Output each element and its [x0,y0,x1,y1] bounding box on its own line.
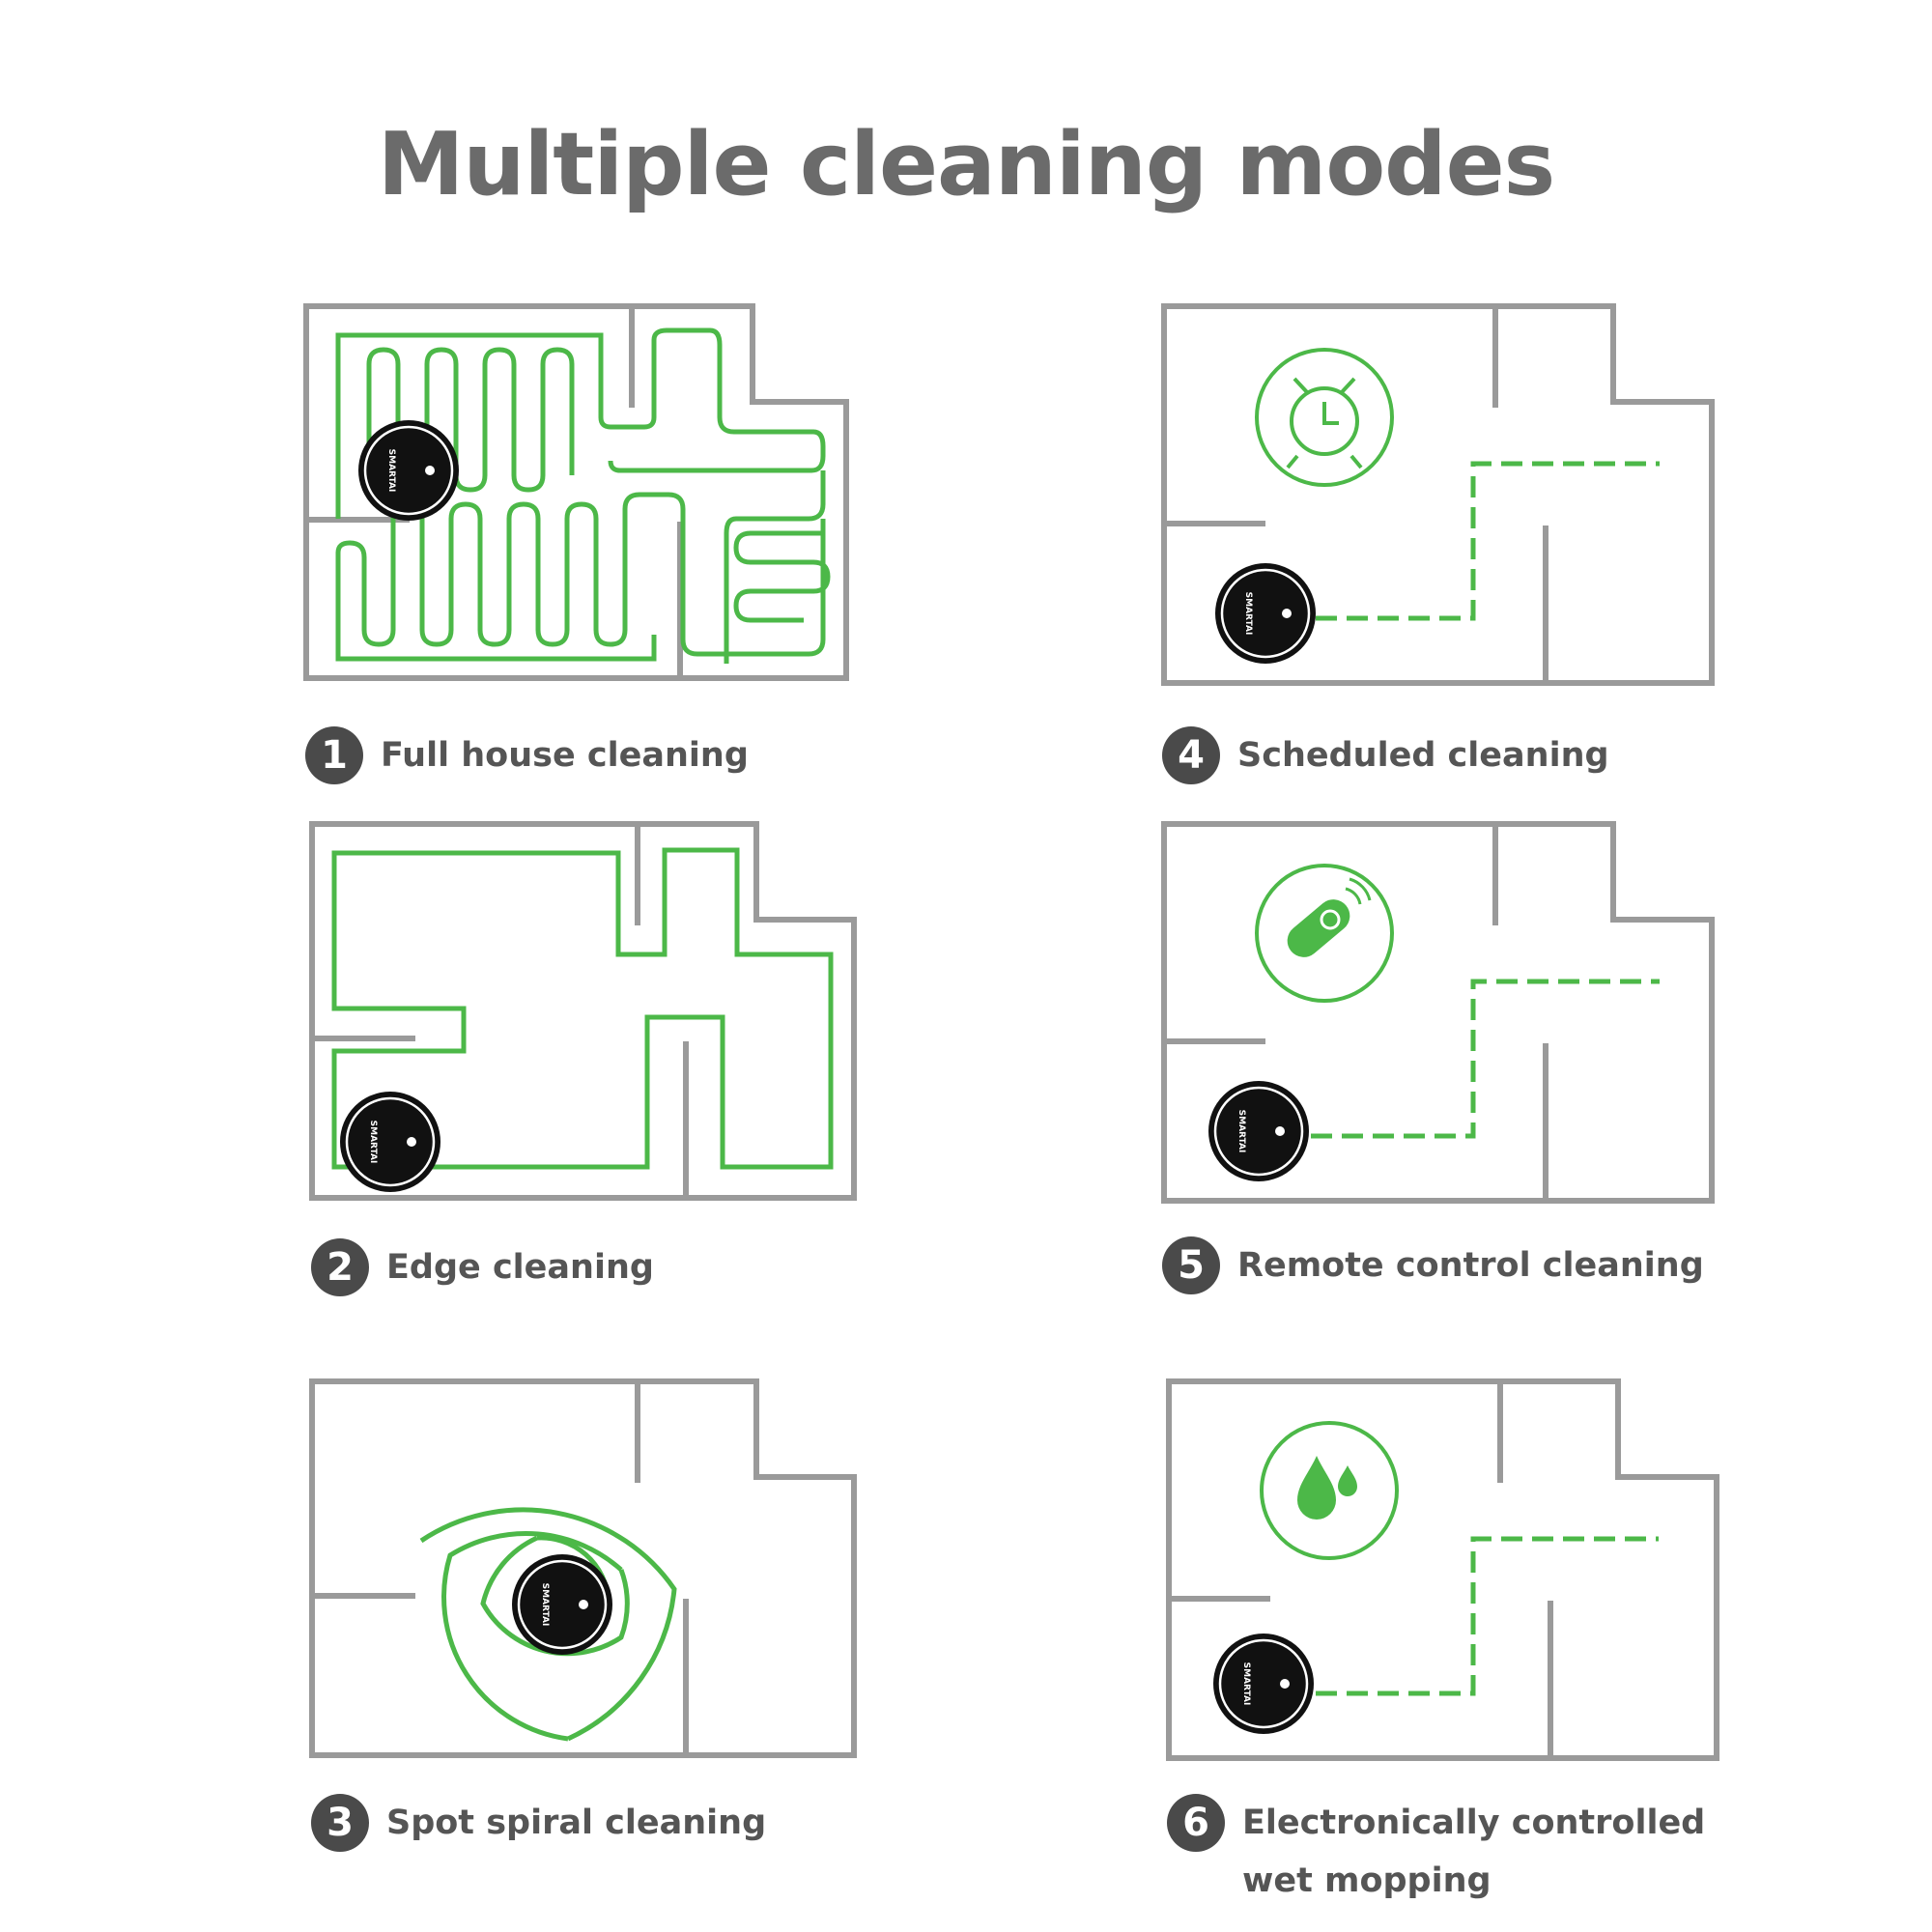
mode-2-label: 2 Edge cleaning [311,1238,654,1296]
mode-number-badge: 6 [1167,1794,1225,1852]
edge-cleaning-floorplan [309,821,857,1201]
mode-number-badge: 5 [1162,1236,1220,1294]
scheduled-floorplan [1161,303,1715,686]
mode-number-badge: 4 [1162,726,1220,784]
mode-title: Spot spiral cleaning [386,1804,767,1842]
mode-6-label: 6 Electronically controlled wet mopping [1167,1794,1705,1910]
robot-vacuum-icon [1211,1632,1316,1736]
robot-vacuum-icon [1207,1079,1311,1183]
mode-title: Electronically controlled wet mopping [1242,1794,1705,1910]
wet-mopping-floorplan [1166,1378,1719,1761]
edge-cleaning-path [331,847,834,1170]
mode-title: Edge cleaning [386,1248,654,1287]
dashed-route-path [1280,979,1660,1139]
dashed-route-path [1285,461,1660,621]
dashed-route-path [1285,1536,1659,1696]
remote-control-floorplan [1161,821,1715,1204]
spot-spiral-floorplan [309,1378,857,1758]
remote-control-icon [1255,864,1394,1003]
mode-number-badge: 2 [311,1238,369,1296]
robot-vacuum-icon [356,418,461,523]
mode-number-badge: 3 [311,1794,369,1852]
mode-title-line-2: wet mopping [1242,1861,1492,1900]
mode-5-label: 5 Remote control cleaning [1162,1236,1704,1294]
page-title: Multiple cleaning modes [377,114,1555,215]
mode-title-line-1: Electronically controlled [1242,1804,1706,1842]
mode-4-label: 4 Scheduled cleaning [1162,726,1609,784]
robot-vacuum-icon [1213,561,1318,666]
mode-1-label: 1 Full house cleaning [305,726,749,784]
robot-vacuum-icon [338,1090,442,1194]
mode-3-label: 3 Spot spiral cleaning [311,1794,766,1852]
mode-title: Remote control cleaning [1237,1246,1704,1285]
robot-vacuum-icon [510,1552,614,1657]
spiral-cleaning-path [419,1507,677,1742]
full-house-floorplan [303,303,849,681]
mode-title: Full house cleaning [381,736,749,775]
water-drops-icon [1260,1421,1399,1560]
alarm-clock-icon [1255,348,1394,487]
mode-number-badge: 1 [305,726,363,784]
mode-title: Scheduled cleaning [1237,736,1609,775]
